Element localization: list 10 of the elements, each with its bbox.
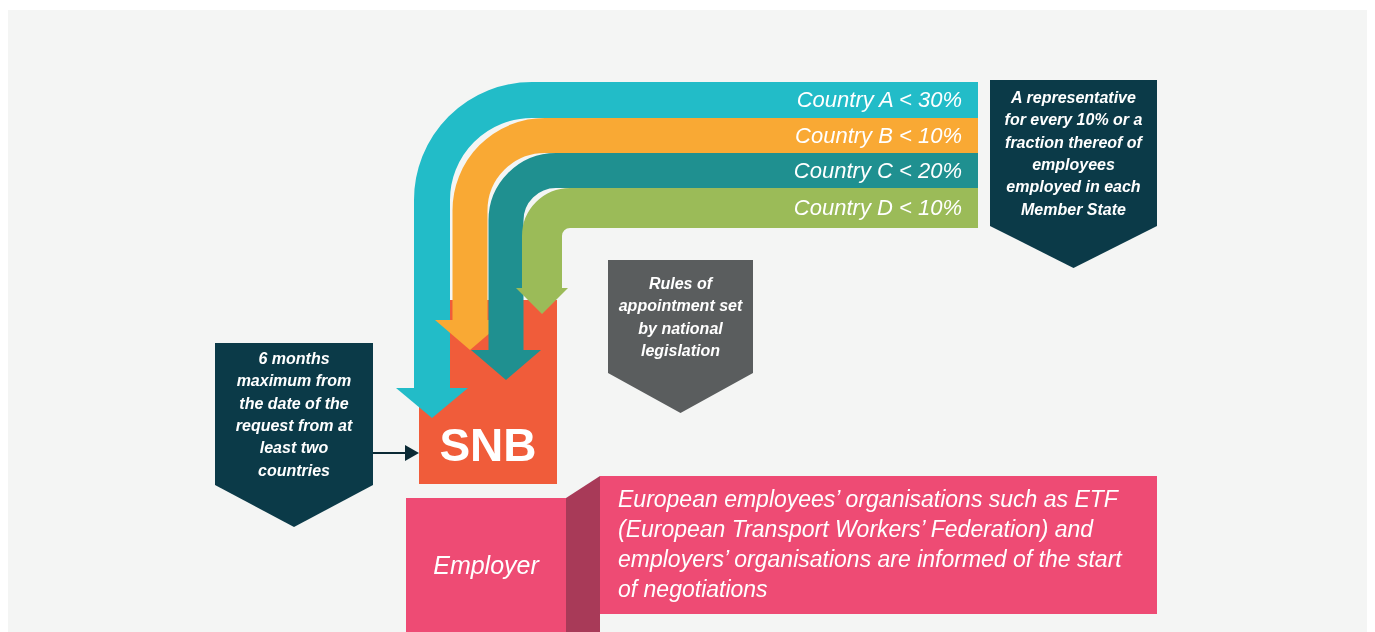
band-label: Country A < 30% — [700, 82, 978, 118]
arrow — [435, 118, 700, 350]
band-label: Country D < 10% — [700, 188, 978, 228]
info-box: European employees’ organisations such as ETF (European Transport Workers’ Federation) and employers’ organisations are informed of the start of negotiations — [600, 476, 1157, 614]
arrow — [516, 188, 700, 314]
band-label: Country B < 10% — [700, 118, 978, 153]
arrow — [372, 445, 419, 461]
arrow — [396, 82, 700, 418]
arrow — [471, 153, 700, 380]
band-label: Country C < 20% — [700, 153, 978, 188]
